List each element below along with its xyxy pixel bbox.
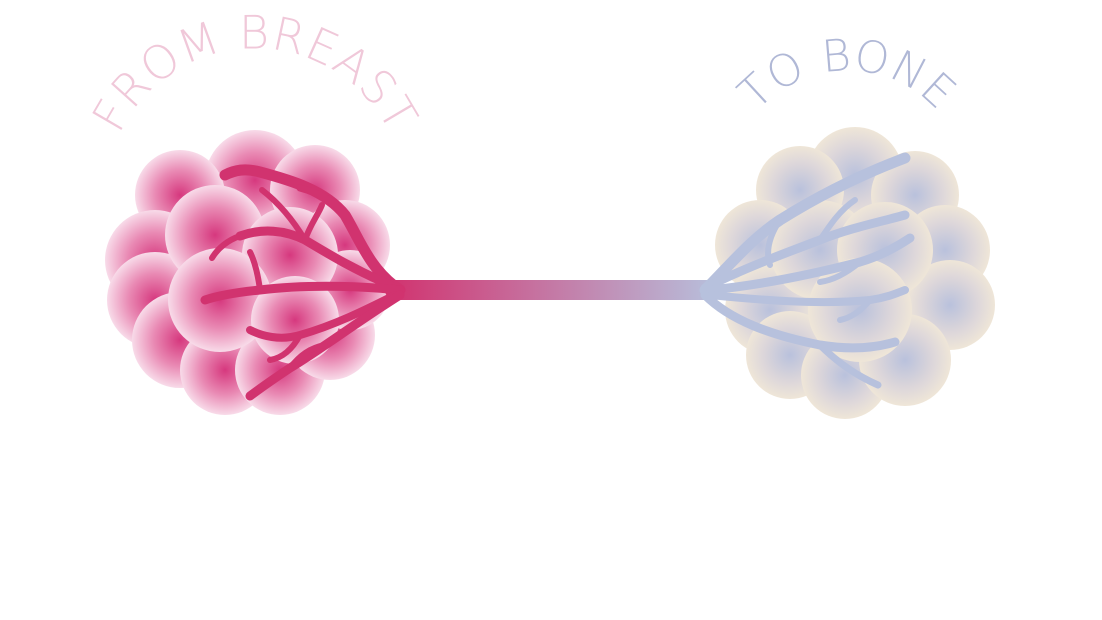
to-bone-label: TO BONE <box>729 30 966 120</box>
blood-vessel-icon <box>200 152 915 401</box>
bone-cluster-icon <box>715 127 995 419</box>
from-breast-label: FROM BREAST <box>81 5 428 140</box>
